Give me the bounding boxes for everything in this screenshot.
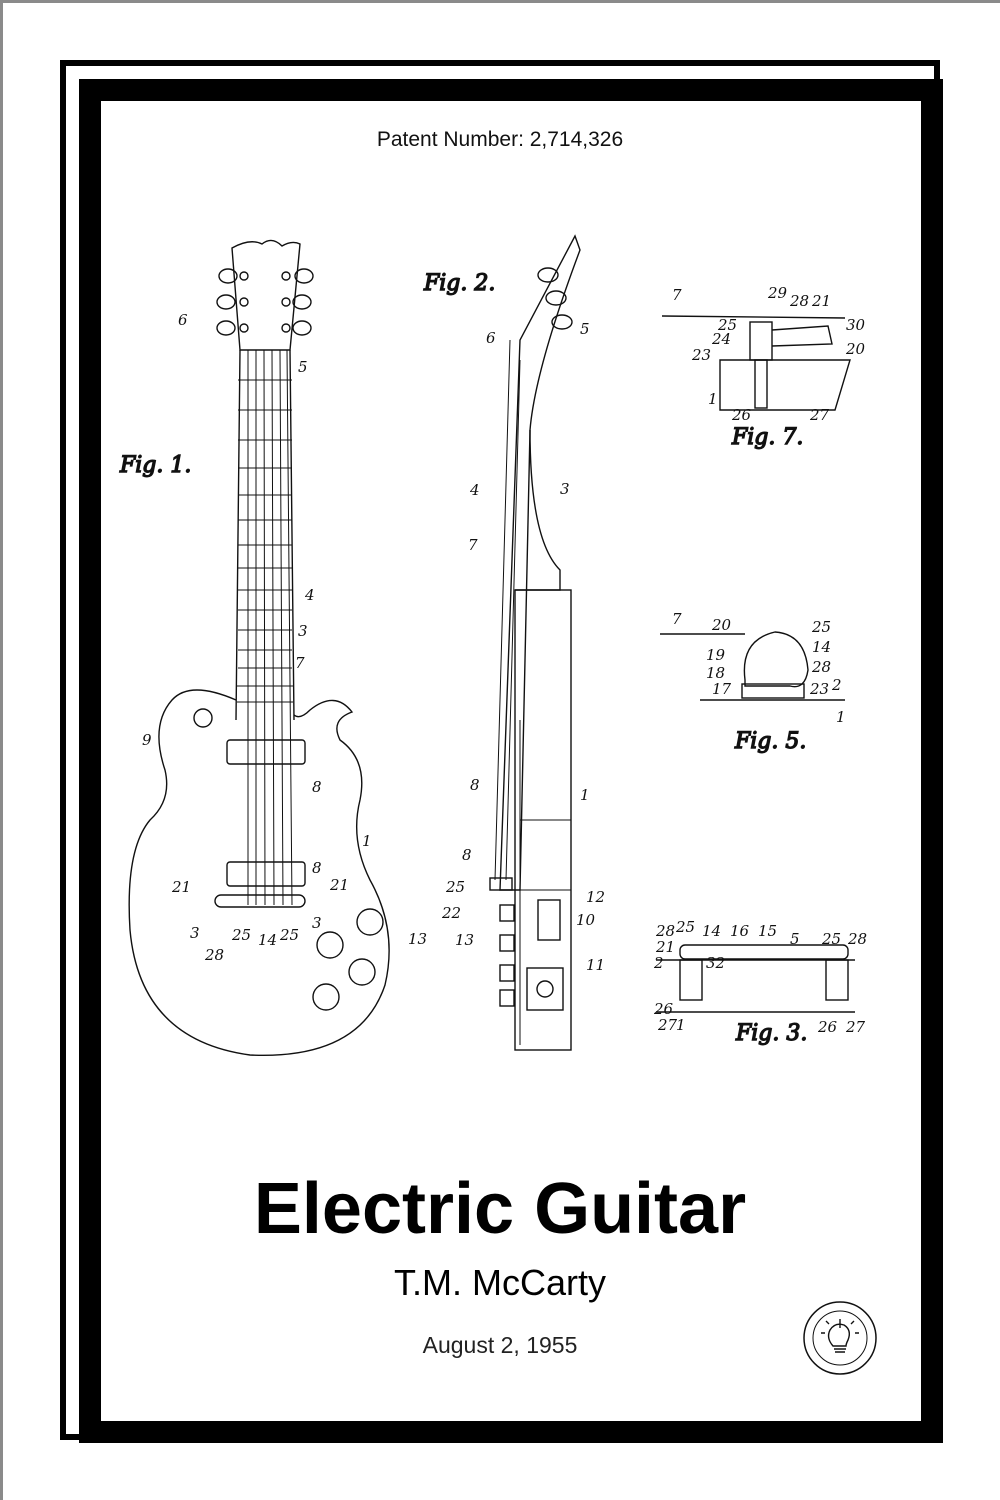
fig-2-numerals: 6 5 4 3 7 8 1 8 25 22 13 12 10 11 (441, 320, 605, 974)
reference-numeral: 2 (831, 676, 842, 694)
reference-numeral: 14 (812, 638, 831, 656)
tuning-pegs (217, 269, 313, 335)
reference-numeral: 3 (190, 924, 200, 942)
reference-numeral: 17 (712, 680, 732, 698)
reference-numeral: 27 (657, 1016, 678, 1034)
reference-numeral: 25 (279, 926, 299, 944)
reference-numeral: 29 (767, 284, 788, 302)
reference-numeral: 21 (329, 876, 349, 894)
reference-numeral: 11 (586, 956, 605, 974)
reference-numeral: 6 (486, 329, 496, 347)
neck-pickup (227, 740, 305, 764)
reference-numeral: 8 (312, 859, 322, 877)
reference-numeral: 19 (706, 646, 726, 664)
reference-numeral: 25 (445, 878, 465, 896)
reference-numeral: 10 (576, 911, 596, 929)
guitar-body-outline (129, 690, 389, 1055)
reference-numeral: 14 (702, 922, 721, 940)
reference-numeral: 22 (441, 904, 461, 922)
fig-3-numerals: 28 25 14 16 15 5 25 28 21 2 32 26 27 1 2… (653, 918, 867, 1036)
reference-numeral: 1 (362, 832, 372, 850)
reference-numeral: 3 (298, 622, 308, 640)
reference-numeral: 12 (586, 888, 605, 906)
fig-5-label: Fig. 5. (734, 729, 806, 754)
toggle-switch (194, 709, 212, 727)
reference-numeral: 21 (171, 878, 191, 896)
reference-numeral: 2 (653, 954, 664, 972)
fig-1-numerals: 6 5 4 3 7 9 8 8 1 21 21 3 3 25 14 25 28 … (142, 311, 427, 964)
bridge-pickup (227, 862, 305, 886)
reference-numeral: 20 (845, 340, 866, 358)
reference-numeral: 28 (204, 946, 224, 964)
reference-numeral: 21 (811, 292, 831, 310)
reference-numeral: 6 (178, 311, 188, 329)
reference-numeral: 30 (846, 316, 866, 334)
reference-numeral: 1 (708, 390, 718, 408)
reference-numeral: 23 (691, 346, 711, 364)
fig-7-detail (662, 316, 850, 410)
fig-7-label: Fig. 7. (731, 425, 803, 450)
reference-numeral: 13 (408, 930, 427, 948)
reference-numeral: 23 (809, 680, 829, 698)
reference-numeral: 1 (580, 786, 590, 804)
reference-numeral: 28 (811, 658, 831, 676)
reference-numeral: 25 (811, 618, 831, 636)
reference-numeral: 27 (809, 406, 830, 424)
reference-numeral: 13 (455, 931, 474, 949)
reference-numeral: 26 (817, 1018, 838, 1036)
reference-numeral: 14 (258, 931, 277, 949)
reference-numeral: 7 (672, 286, 682, 304)
reference-numeral: 8 (462, 846, 472, 864)
reference-numeral: 20 (711, 616, 732, 634)
reference-numeral: 8 (470, 776, 480, 794)
reference-numeral: 7 (295, 654, 305, 672)
fig-5-numerals: 7 20 25 14 19 18 28 17 23 2 1 (672, 610, 846, 726)
inventor-name: T.M. McCarty (0, 1262, 1000, 1304)
fig-3-label: Fig. 3. (735, 1021, 807, 1046)
reference-numeral: 5 (580, 320, 590, 338)
fig-3-detail (656, 945, 855, 1012)
reference-numeral: 32 (706, 954, 725, 972)
reference-numeral: 1 (836, 708, 846, 726)
reference-numeral: 1 (676, 1016, 686, 1034)
reference-numeral: 7 (672, 610, 682, 628)
reference-numeral: 5 (790, 930, 800, 948)
guitar-side-view (490, 236, 580, 1050)
reference-numeral: 4 (469, 481, 480, 499)
reference-numeral: 25 (231, 926, 251, 944)
reference-numeral: 4 (304, 586, 315, 604)
reference-numeral: 16 (730, 922, 750, 940)
reference-numeral: 15 (758, 922, 777, 940)
reference-numeral: 3 (312, 914, 322, 932)
reference-numeral: 25 (675, 918, 695, 936)
reference-numeral: 24 (711, 330, 731, 348)
reference-numeral: 7 (468, 536, 478, 554)
reference-numeral: 27 (845, 1018, 866, 1036)
reference-numeral: 28 (789, 292, 809, 310)
reference-numeral: 25 (821, 930, 841, 948)
fig-2-label: Fig. 2. (423, 271, 495, 296)
reference-numeral: 8 (312, 778, 322, 796)
reference-numeral: 3 (560, 480, 570, 498)
lightbulb-icon (821, 1319, 859, 1352)
reference-numeral: 26 (731, 406, 752, 424)
reference-numeral: 9 (142, 731, 152, 749)
fig-1-label: Fig. 1. (119, 453, 191, 478)
reference-numeral: 28 (847, 930, 867, 948)
poster-title: Electric Guitar (0, 1168, 1000, 1250)
retro-patents-seal (802, 1300, 878, 1376)
reference-numeral: 5 (298, 358, 308, 376)
